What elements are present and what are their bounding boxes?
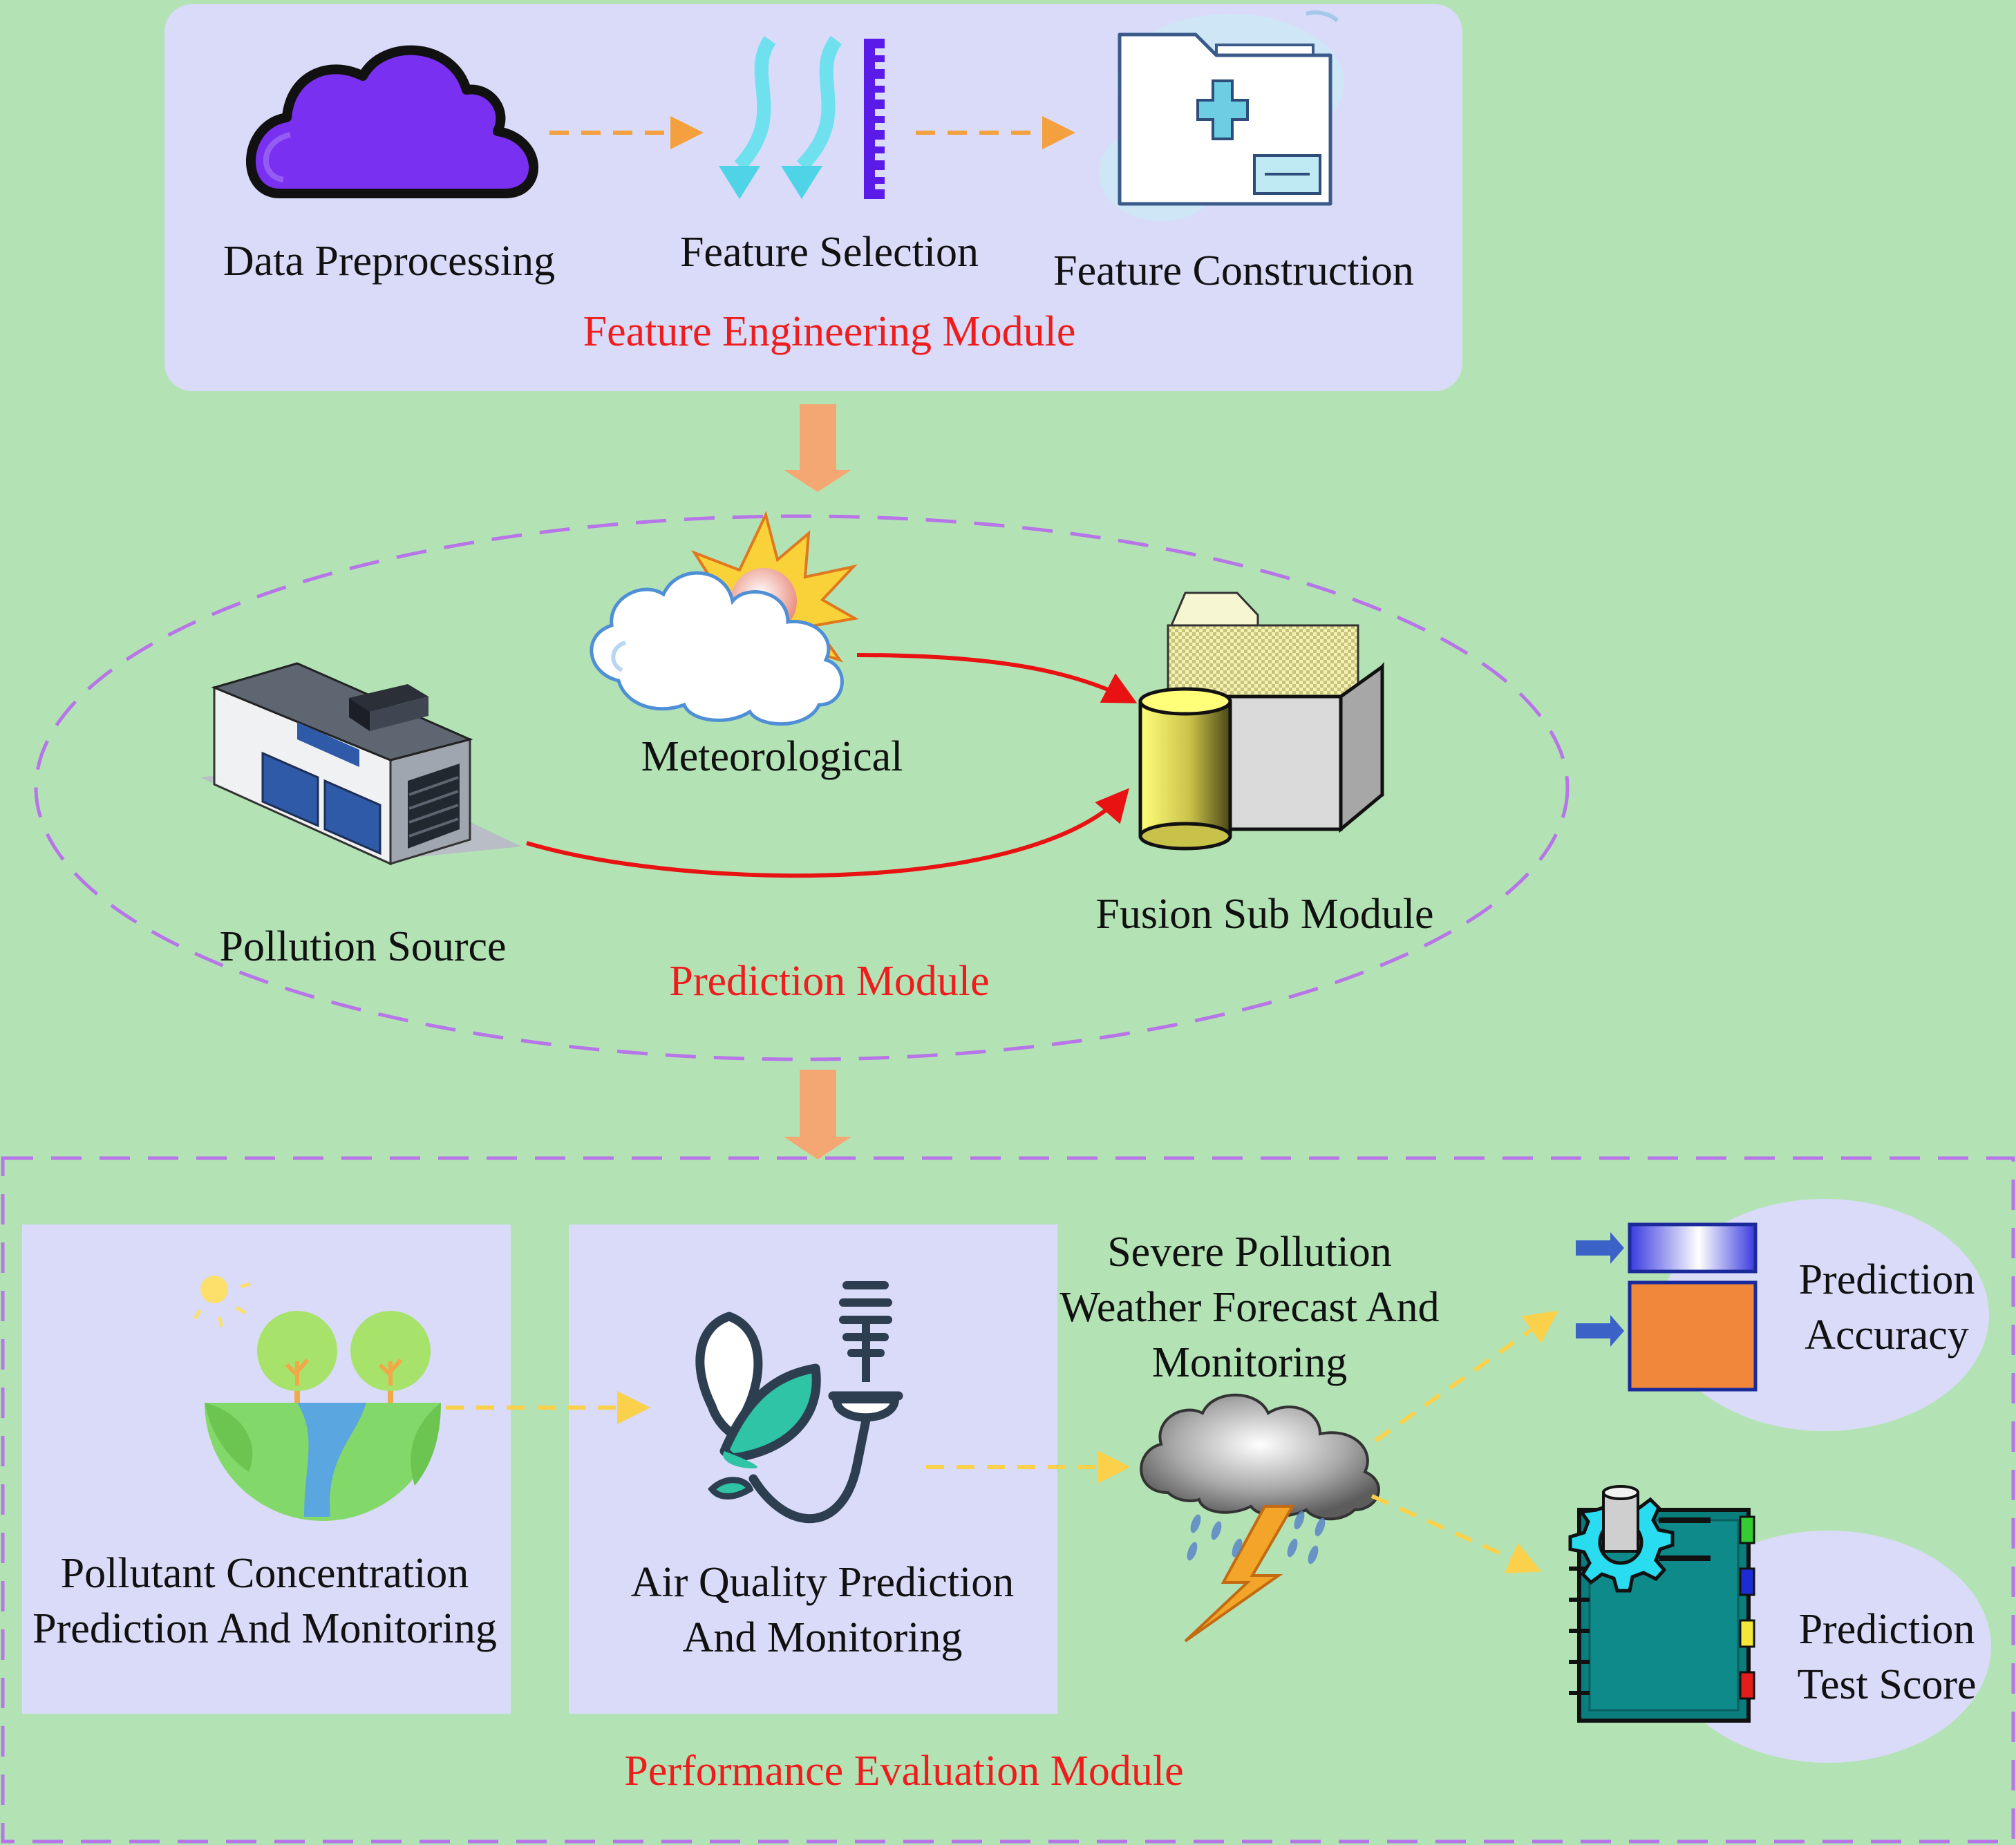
cloud-icon xyxy=(246,45,539,198)
performance-evaluation-boundary xyxy=(1,1156,2015,1844)
fusion-database-icon xyxy=(1138,592,1384,851)
prediction-test-score-label-line2: Test Score xyxy=(1797,1661,1976,1708)
arrow-severe-to-testscore xyxy=(1370,1494,1542,1573)
prediction-test-score-label-line1: Prediction xyxy=(1799,1606,1975,1653)
air-quality-label-line2: And Monitoring xyxy=(683,1614,963,1661)
pollution-source-label: Pollution Source xyxy=(219,923,506,970)
step-label-feature-construction: Feature Construction xyxy=(1053,247,1414,294)
severe-pollution-label-line1: Severe Pollution xyxy=(1107,1229,1392,1276)
earth-trees-icon xyxy=(193,1276,441,1521)
arrow-down-to-prediction xyxy=(784,404,851,492)
performance-evaluation-module-label: Performance Evaluation Module xyxy=(624,1748,1183,1795)
accuracy-bars-icon xyxy=(1576,1222,1758,1392)
arrow-down-to-evaluation xyxy=(784,1070,851,1160)
air-quality-panel xyxy=(569,1224,1057,1714)
pollutant-concentration-label-line1: Pollutant Concentration xyxy=(61,1550,469,1597)
folder-plus-icon xyxy=(1099,10,1344,221)
prediction-accuracy-label-line1: Prediction xyxy=(1799,1256,1975,1303)
sun-cloud-icon xyxy=(590,511,859,726)
factory-building-icon xyxy=(200,662,522,866)
arrow-meteorological-to-fusion xyxy=(856,653,1138,703)
feature-selection-icon xyxy=(719,35,885,199)
prediction-module-label: Prediction Module xyxy=(669,958,989,1005)
meteorological-label: Meteorological xyxy=(641,733,903,780)
prediction-accuracy-label-line2: Accuracy xyxy=(1805,1312,1969,1359)
air-quality-label-line1: Air Quality Prediction xyxy=(631,1559,1014,1606)
step-label-feature-selection: Feature Selection xyxy=(680,229,979,276)
severe-pollution-label-line2: Weather Forecast And xyxy=(1059,1284,1439,1331)
storm-cloud-icon xyxy=(1140,1393,1380,1643)
notebook-gear-icon xyxy=(1568,1485,1755,1723)
pollutant-concentration-label-line2: Prediction And Monitoring xyxy=(32,1605,497,1652)
prediction-module-boundary xyxy=(34,514,1570,1061)
arrow-severe-to-accuracy xyxy=(1374,1310,1558,1443)
arrow-pollution-to-fusion xyxy=(526,788,1129,878)
feature-engineering-module-label: Feature Engineering Module xyxy=(583,308,1076,355)
fusion-sub-module-label: Fusion Sub Module xyxy=(1095,891,1433,938)
eco-leaf-plug-icon xyxy=(695,1281,903,1524)
severe-pollution-label-line3: Monitoring xyxy=(1152,1339,1347,1386)
step-label-data-preprocessing: Data Preprocessing xyxy=(223,238,555,285)
